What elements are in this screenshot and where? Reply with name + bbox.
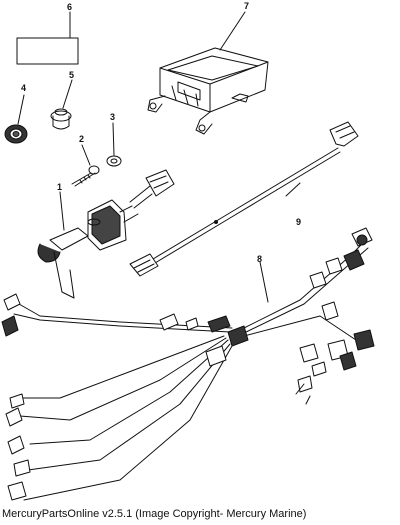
callout-9: 9 <box>296 217 301 227</box>
callout-2: 2 <box>79 134 84 144</box>
callout-5: 5 <box>69 70 74 80</box>
part-8-wiring-harness[interactable] <box>1 227 375 501</box>
leader-7 <box>219 11 246 51</box>
leader-5 <box>62 79 73 109</box>
callout-3: 3 <box>110 112 115 122</box>
leader-1 <box>59 191 65 231</box>
leader-3 <box>112 122 115 156</box>
copyright-footer: MercuryPartsOnline v2.5.1 (Image Copyrig… <box>2 508 307 520</box>
part-2-screw[interactable] <box>71 165 100 187</box>
callout-1: 1 <box>57 182 62 192</box>
callout-7: 7 <box>244 1 249 11</box>
part-6-label[interactable] <box>16 37 79 65</box>
leader-2 <box>81 144 91 166</box>
callout-8: 8 <box>257 254 262 264</box>
part-5-plug[interactable] <box>50 108 72 130</box>
part-3-washer[interactable] <box>106 155 122 167</box>
leader-9 <box>285 182 301 197</box>
callout-6: 6 <box>67 2 72 12</box>
part-7-control-module[interactable] <box>147 47 269 135</box>
part-1-ignition-switch[interactable] <box>37 169 175 299</box>
part-9-harness[interactable] <box>129 121 359 277</box>
callout-4: 4 <box>21 83 26 93</box>
leader-4 <box>17 94 25 125</box>
leader-8 <box>259 261 269 303</box>
part-4-grommet[interactable] <box>4 124 28 144</box>
